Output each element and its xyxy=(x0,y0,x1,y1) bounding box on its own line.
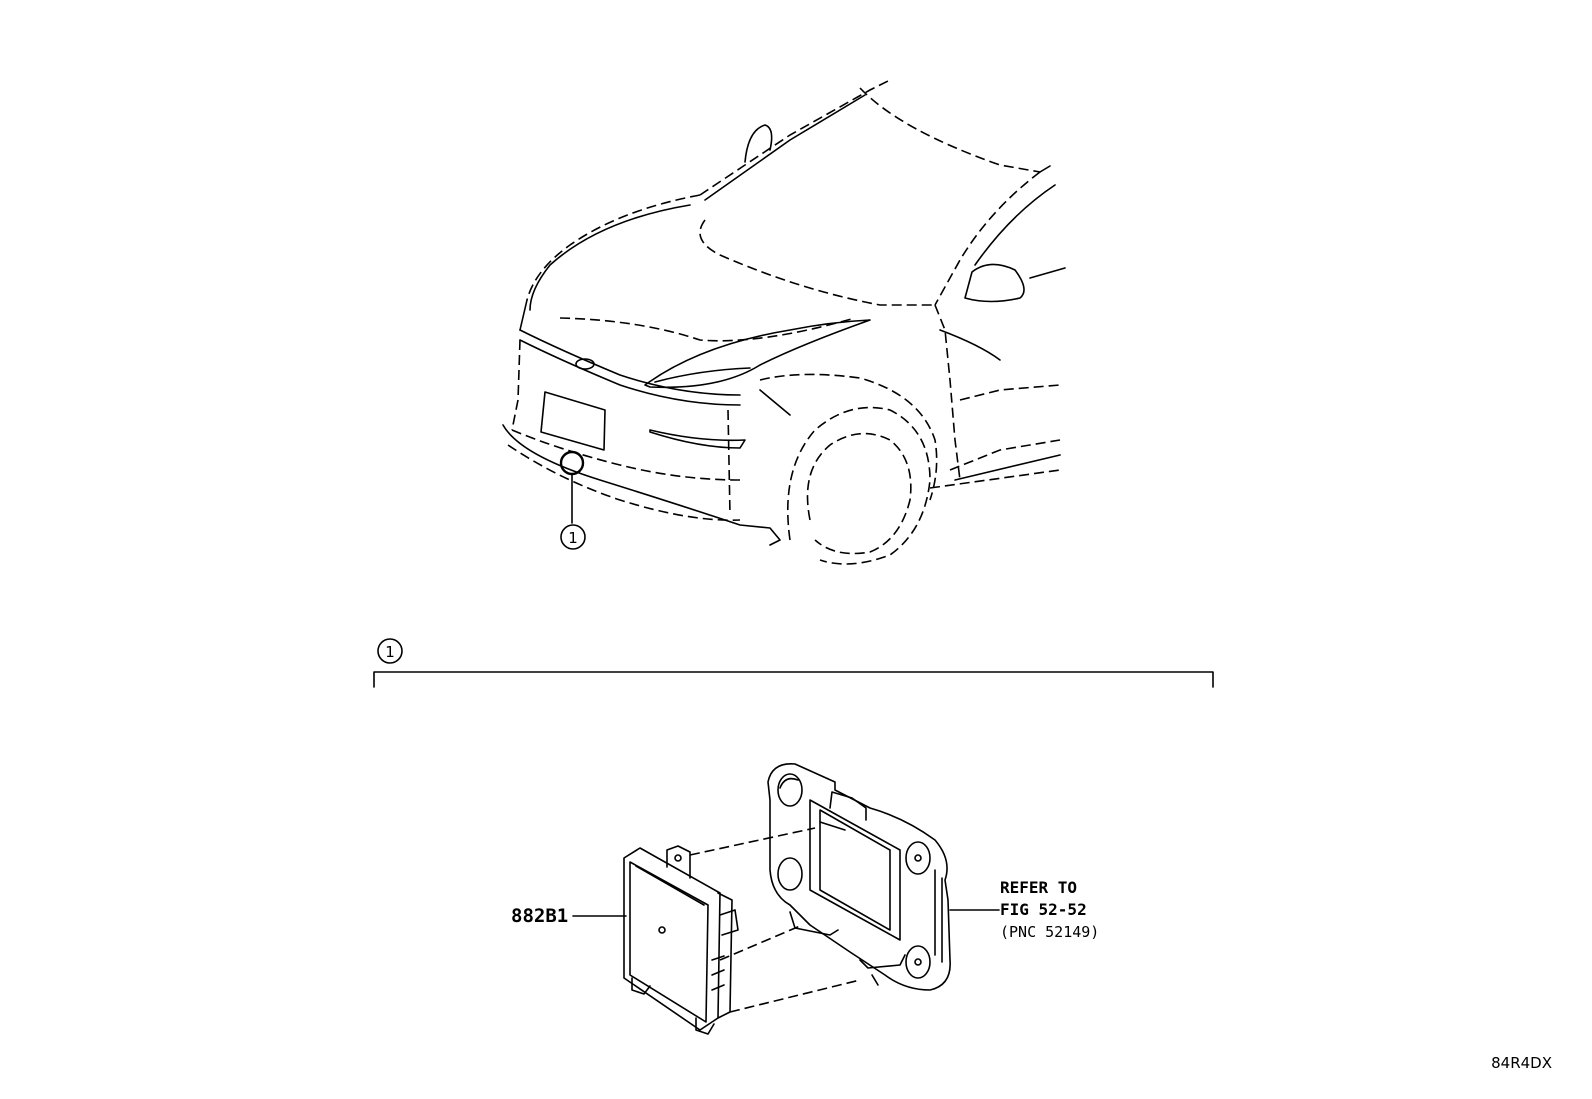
alignment-lines xyxy=(689,827,861,1013)
part-number-label: 882B1 xyxy=(511,905,568,927)
radar-sensor-module xyxy=(623,845,739,1035)
refer-line-3: (PNC 52149) xyxy=(1000,923,1099,941)
group-number: 1 xyxy=(385,643,395,661)
refer-line-1: REFER TO xyxy=(1000,878,1077,897)
refer-line-2: FIG 52-52 xyxy=(1000,900,1087,919)
callout-circle: 1 xyxy=(560,524,586,550)
mounting-bracket xyxy=(767,763,951,991)
car-front-illustration xyxy=(502,79,1066,565)
sensor-location-marker xyxy=(559,450,585,524)
refer-label-group: REFER TO FIG 52-52 (PNC 52149) xyxy=(949,878,1099,941)
group-bracket: 1 xyxy=(373,638,1214,688)
part-label-group: 882B1 xyxy=(511,905,627,927)
figure-code: 84R4DX xyxy=(1491,1054,1552,1072)
callout-number: 1 xyxy=(568,529,578,547)
